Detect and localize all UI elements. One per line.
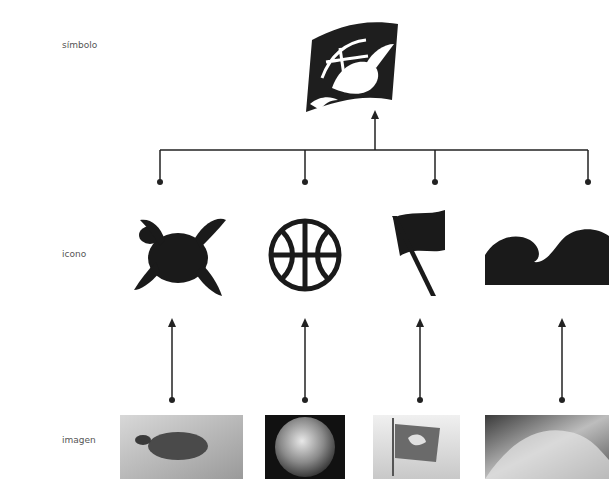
dot [417,397,423,403]
photo-wave [485,430,609,479]
flag-photo [373,415,460,479]
photo-pole [392,418,394,476]
flag-icon [392,210,445,296]
turtle-flipper [140,220,165,246]
symbol-flag [306,22,398,112]
arrow-head [558,318,566,327]
drop-line [587,150,589,180]
photo-turtle-head [135,435,151,445]
tree-connector [160,118,588,180]
turtle-photo [120,415,243,479]
photo-emblem [408,435,426,446]
photo-earth [275,417,335,477]
earth-photo [265,415,345,479]
photo-ground [120,415,243,479]
dot [432,179,438,185]
dot [585,179,591,185]
wave-icon [485,229,609,285]
symbol-wave-cut [310,97,338,110]
drop-line [304,150,306,180]
level-label: icono [62,249,86,259]
symbol-flipper [366,44,394,68]
globe-meridian [282,231,328,279]
dot [559,397,565,403]
photo-flag [395,424,440,462]
arrow-head [416,318,424,327]
symbol-mark [306,22,398,112]
photo-ground [265,415,345,479]
arrow-head [301,318,309,327]
wave-photo [485,415,609,479]
image-arrows [172,326,562,398]
dot [157,179,163,185]
turtle-flipper [134,262,160,290]
photo-turtle [148,432,208,460]
turtle-flipper [195,219,226,248]
level-label: símbolo [62,40,97,50]
dot [169,397,175,403]
photo-ground [485,415,609,479]
dot [302,397,308,403]
arrow-head [168,318,176,327]
turtle-flipper [196,264,222,296]
symbol-turtle-cut [332,62,378,94]
arrow-line [561,326,563,398]
arrow-head [371,110,379,119]
flag-pole [392,216,436,296]
photo-ground [373,415,460,479]
dot [302,179,308,185]
drop-line [159,150,161,180]
trunk-line [374,118,376,150]
turtle-icon [134,219,226,296]
arrow-heads [168,318,566,403]
drop-line [434,150,436,180]
arrow-line [304,326,306,398]
arrow-line [171,326,173,398]
branch-line [160,149,588,151]
symbol-globe-lines [322,40,368,92]
level-label: imagen [62,435,96,445]
globe-icon [271,221,339,289]
globe-circle [271,221,339,289]
drop-dots [157,179,591,185]
arrow-line [419,326,421,398]
globe-axis [303,221,308,289]
